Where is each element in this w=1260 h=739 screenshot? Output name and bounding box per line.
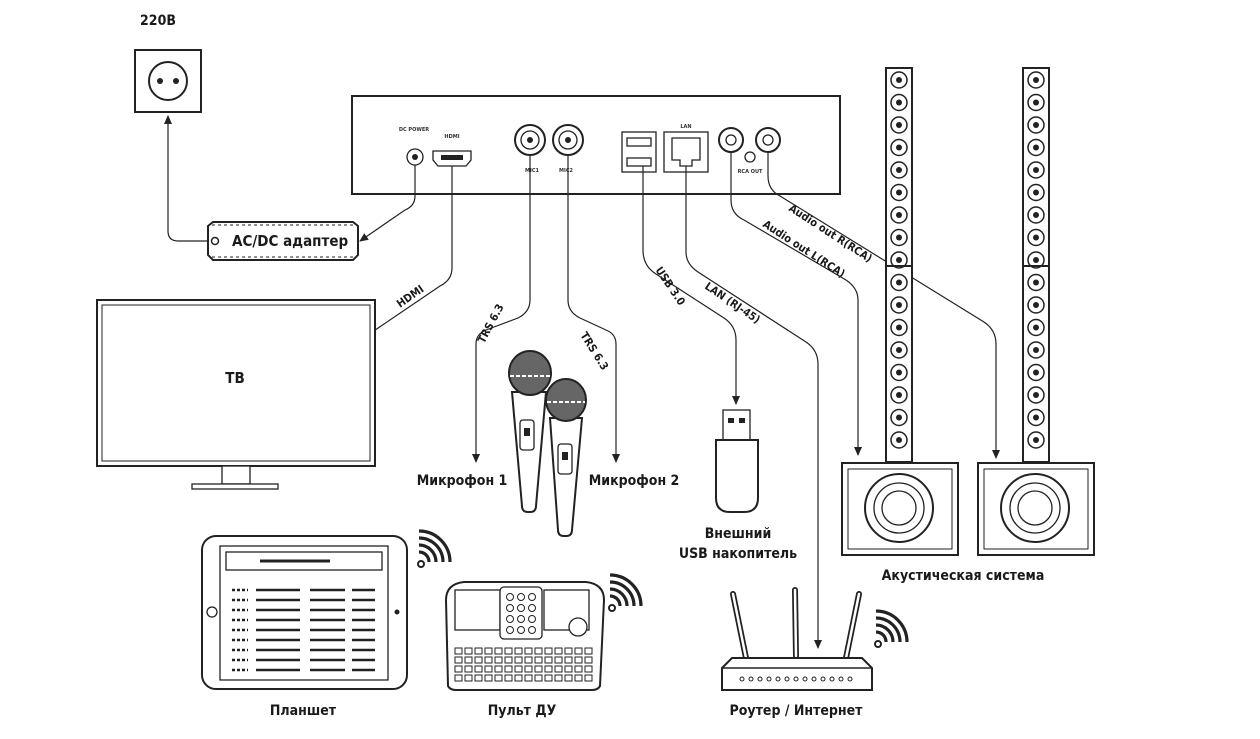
speaker-system (841, 67, 1095, 556)
karaoke-system-unit: DC POWER HDMI MIC1 MIC2 LAN (351, 95, 841, 195)
remote-label: Пульт ДУ (488, 703, 557, 719)
tablet-label: Планшет (270, 703, 337, 719)
router-wifi-icon (873, 609, 909, 649)
rca-out-right-jack (755, 127, 781, 153)
rca-out-label: RCA OUT (738, 169, 763, 175)
dc-power-port-label: DC POWER (399, 127, 429, 133)
rca-out-left-jack (718, 127, 744, 153)
hdmi-port-label: HDMI (444, 134, 459, 140)
audio-right-cable-line (767, 152, 1000, 459)
mic2-jack (552, 124, 584, 156)
remote-control-icon (444, 581, 606, 691)
subwoofer-left (841, 462, 959, 556)
mic1-jack-label: MIC1 (525, 168, 540, 174)
remote-wifi-icon (607, 573, 643, 613)
usb-drive-icon (715, 409, 759, 513)
lan-port-label: LAN (680, 124, 691, 130)
usb-drive-label-line2: USB накопитель (679, 546, 797, 562)
usb-cable-line (642, 166, 740, 405)
lan-cable-line (685, 166, 822, 649)
mic2-cable-line (567, 155, 620, 463)
mic1-label: Микрофон 1 (417, 473, 508, 489)
adapter-label: AC/DC адаптер (232, 232, 348, 250)
speakers-label: Акустическая система (882, 568, 1045, 584)
tablet-icon (201, 535, 408, 690)
microphone-2-icon (545, 378, 587, 537)
trs2-cable-label: TRS 6.3 (577, 330, 611, 373)
power-cable-line (164, 115, 208, 242)
lan-cable-label: LAN (RJ-45) (702, 280, 762, 327)
tv-label: ТВ (225, 369, 245, 387)
speaker-column-left (885, 67, 913, 463)
audio-left-cable-line (730, 152, 862, 456)
hdmi-cable-line (333, 166, 453, 359)
mic1-jack (514, 124, 546, 156)
microphone-1-icon (508, 350, 552, 513)
dc-cable-line (359, 165, 416, 242)
ac-dc-adapter (207, 221, 359, 261)
mic2-jack-label: MIC2 (559, 168, 574, 174)
subwoofer-right (977, 462, 1095, 556)
lan-port (663, 131, 709, 173)
router-icon (721, 587, 873, 691)
usb-port (621, 131, 657, 173)
usb-drive-label-line1: Внешний (705, 526, 772, 542)
tablet-wifi-icon (416, 529, 452, 569)
tv-icon (96, 299, 376, 490)
power-outlet-icon (134, 49, 202, 113)
speaker-column-right (1022, 67, 1050, 463)
usb-cable-label: USB 3.0 (653, 264, 688, 308)
router-label: Роутер / Интернет (730, 703, 864, 719)
mic2-label: Микрофон 2 (589, 473, 680, 489)
label-220v: 220В (140, 13, 176, 29)
mic1-cable-line (472, 155, 531, 463)
audio-right-cable-label: Audio out R(RCA) (786, 202, 874, 266)
